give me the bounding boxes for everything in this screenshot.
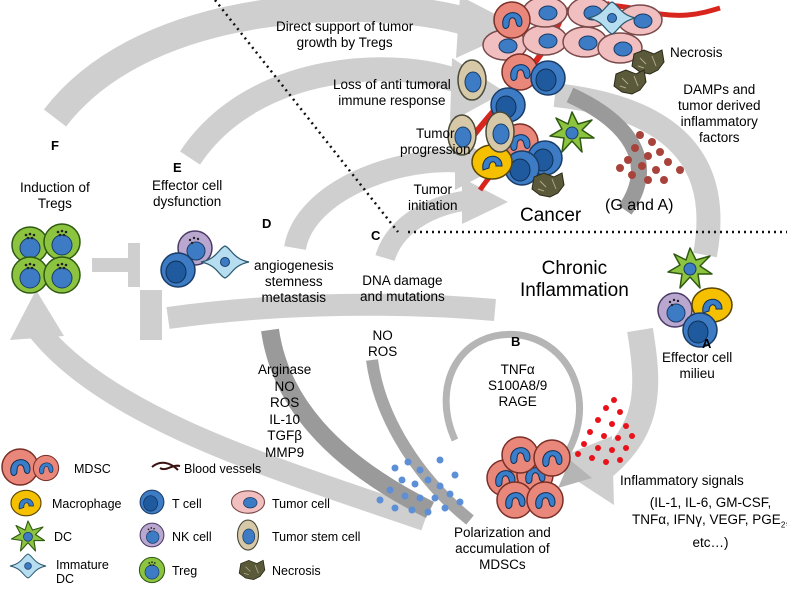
- label-g-and-a: (G and A): [605, 197, 674, 214]
- legend-treg: Treg: [172, 564, 198, 578]
- label-chronic-inflammation: Chronic Inflammation: [520, 258, 629, 301]
- arrow-dark-noros: [366, 359, 474, 525]
- signals-line-2-sub: 2: [780, 520, 786, 530]
- arrow-back-to-effector: [140, 290, 496, 340]
- legend-tumor-stem-cell: Tumor stem cell: [272, 530, 361, 544]
- label-signals-list: (IL-1, IL-6, GM-CSF, TNFα, IFNγ, VEGF, P…: [632, 494, 787, 551]
- legend-immature-dc: Immature DC: [56, 558, 109, 586]
- arrow-back-to-tregs: [10, 290, 429, 531]
- legend-dc: DC: [54, 530, 73, 544]
- label-loss-antitumoral: Loss of anti tumoral immune response: [333, 77, 451, 108]
- label-tumor-initiation: Tumor initiation: [408, 182, 458, 213]
- effector-milieu-cells: [657, 247, 733, 348]
- arrow-dark-suppress: [261, 328, 435, 519]
- letter-f: F: [51, 138, 59, 153]
- legend-icons: [1, 448, 266, 584]
- label-effector-dysfunction: Effector cell dysfunction: [152, 178, 223, 209]
- legend-necrosis: Necrosis: [272, 564, 321, 578]
- legend-macrophage: Macrophage: [52, 497, 122, 511]
- loop-arrow-b: [442, 330, 592, 488]
- legend-t-cell: T cell: [172, 497, 202, 511]
- label-angiogenesis: angiogenesis stemness metastasis: [254, 258, 334, 305]
- label-effector-milieu: Effector cell milieu: [662, 350, 733, 381]
- inflammatory-dots: [575, 397, 635, 465]
- tumor-mass: [447, 0, 721, 198]
- letter-b: B: [511, 334, 521, 349]
- arrow-tumor-initiation: [375, 178, 508, 262]
- signals-line-2: TNFα, IFNγ, VEGF, PGE2,: [632, 511, 787, 534]
- signals-line-1: (IL-1, IL-6, GM-CSF,: [649, 495, 772, 510]
- damps-dots: [616, 131, 684, 184]
- label-polarization: Polarization and accumulation of MDSCs: [454, 525, 551, 572]
- label-direct-support: Direct support of tumor growth by Tregs: [276, 19, 414, 50]
- label-inflammatory-signals: Inflammatory signals: [620, 473, 744, 488]
- label-dna-damage: DNA damage and mutations: [360, 273, 445, 304]
- legend-mdsc: MDSC: [74, 462, 111, 476]
- treg-cluster: [11, 223, 81, 294]
- legend-nk-cell: NK cell: [172, 530, 212, 544]
- label-damps: DAMPs and tumor derived inflammatory fac…: [678, 82, 761, 145]
- label-necrosis: Necrosis: [670, 45, 723, 60]
- dotted-line-diagonal: [214, 0, 399, 233]
- inhibition-treg-effector: [92, 243, 140, 287]
- label-cancer: Cancer: [520, 205, 582, 226]
- arrow-mdsc-to-tumor: [566, 87, 648, 215]
- letter-d: D: [262, 216, 272, 231]
- label-loop-factors: TNFα S100A8/9 RAGE: [488, 362, 548, 409]
- letter-c: C: [371, 228, 381, 243]
- legend-blood-vessels: Blood vessels: [184, 462, 262, 476]
- label-suppressive-factors: Arginase NO ROS IL-10 TGFβ MMP9: [258, 362, 312, 460]
- signals-line-2-end: ,: [785, 512, 787, 527]
- effector-dysfunction-cells: [160, 230, 250, 288]
- label-induction-tregs: Induction of Tregs: [20, 180, 90, 211]
- mdsc-cluster: [486, 436, 571, 519]
- signals-line-3: etc…): [692, 534, 729, 550]
- legend-tumor-cell: Tumor cell: [272, 497, 330, 511]
- signals-line-2-text: TNFα, IFNγ, VEGF, PGE: [632, 512, 781, 527]
- arrow-direct-support: [43, 0, 522, 127]
- suppressive-dots: [376, 456, 464, 516]
- label-tumor-progression: Tumor progression: [400, 126, 471, 157]
- label-no-ros: NO ROS: [368, 328, 398, 359]
- letter-e: E: [173, 160, 182, 175]
- letter-a: A: [702, 336, 712, 351]
